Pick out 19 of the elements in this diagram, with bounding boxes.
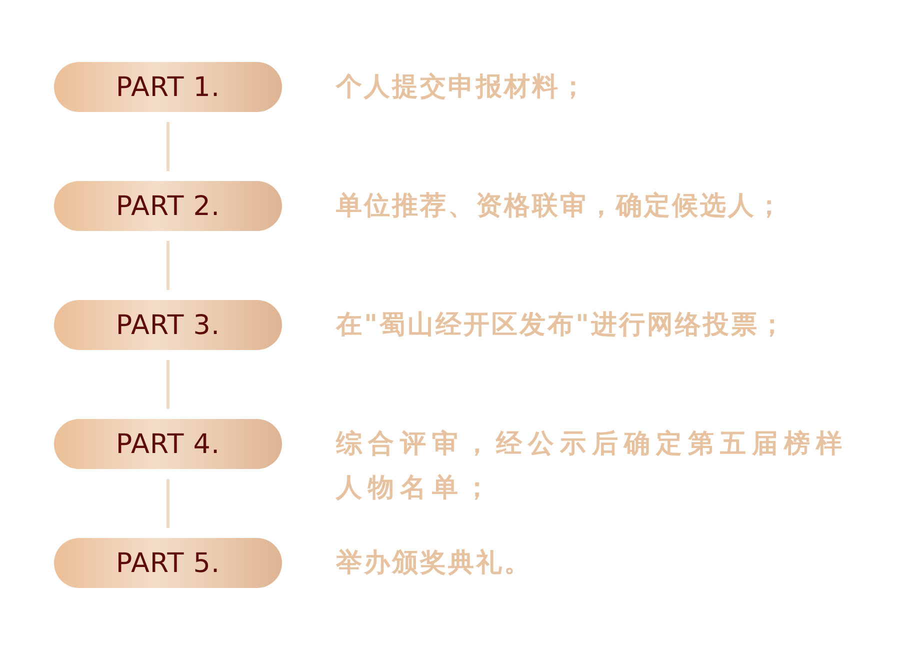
step-number: PART 2. — [116, 190, 220, 222]
step-description: 在"蜀山经开区发布"进行网络投票； — [336, 309, 788, 342]
step-pill — [54, 62, 282, 112]
step-number: PART 4. — [116, 428, 220, 460]
step-description: 单位推荐、资格联审，确定候选人； — [336, 190, 785, 223]
step-number: PART 5. — [116, 548, 220, 578]
connector-line — [166, 122, 170, 171]
step-description: 举办颁奖典礼。 — [336, 547, 533, 580]
connector-line — [166, 360, 170, 409]
step-description: 综合评审，经公示后确定第五届榜样人物名单； — [336, 428, 849, 505]
connector-line — [166, 241, 170, 290]
step-pill — [54, 300, 282, 350]
step-pill — [54, 538, 282, 588]
step-pill — [54, 419, 282, 469]
connector-line — [166, 479, 170, 528]
step-description: 个人提交申报材料； — [336, 71, 589, 104]
step-number: PART 1. — [116, 72, 220, 102]
step-number: PART 3. — [116, 310, 220, 340]
step-pill — [54, 181, 282, 231]
